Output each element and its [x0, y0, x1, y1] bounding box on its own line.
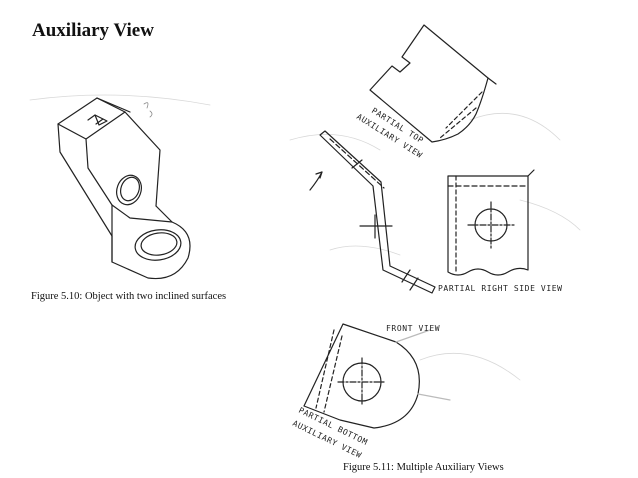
label-front-view: FRONT VIEW — [386, 324, 440, 333]
label-partial-right-side: PARTIAL RIGHT SIDE VIEW — [438, 284, 563, 293]
partial-top-auxiliary-view — [369, 24, 497, 143]
partial-bottom-auxiliary-view — [303, 323, 451, 429]
front-view-bent-plate — [319, 130, 436, 294]
direction-arrow — [309, 171, 323, 191]
figure-5-11-caption: Figure 5.11: Multiple Auxiliary Views — [343, 462, 504, 473]
scan-smudges — [29, 94, 581, 381]
page-title: Auxiliary View — [32, 20, 154, 41]
partial-right-side-view — [447, 169, 535, 276]
figure-5-10-isometric-object — [57, 97, 191, 280]
figure-5-10-caption: Figure 5.10: Object with two inclined su… — [31, 291, 227, 302]
